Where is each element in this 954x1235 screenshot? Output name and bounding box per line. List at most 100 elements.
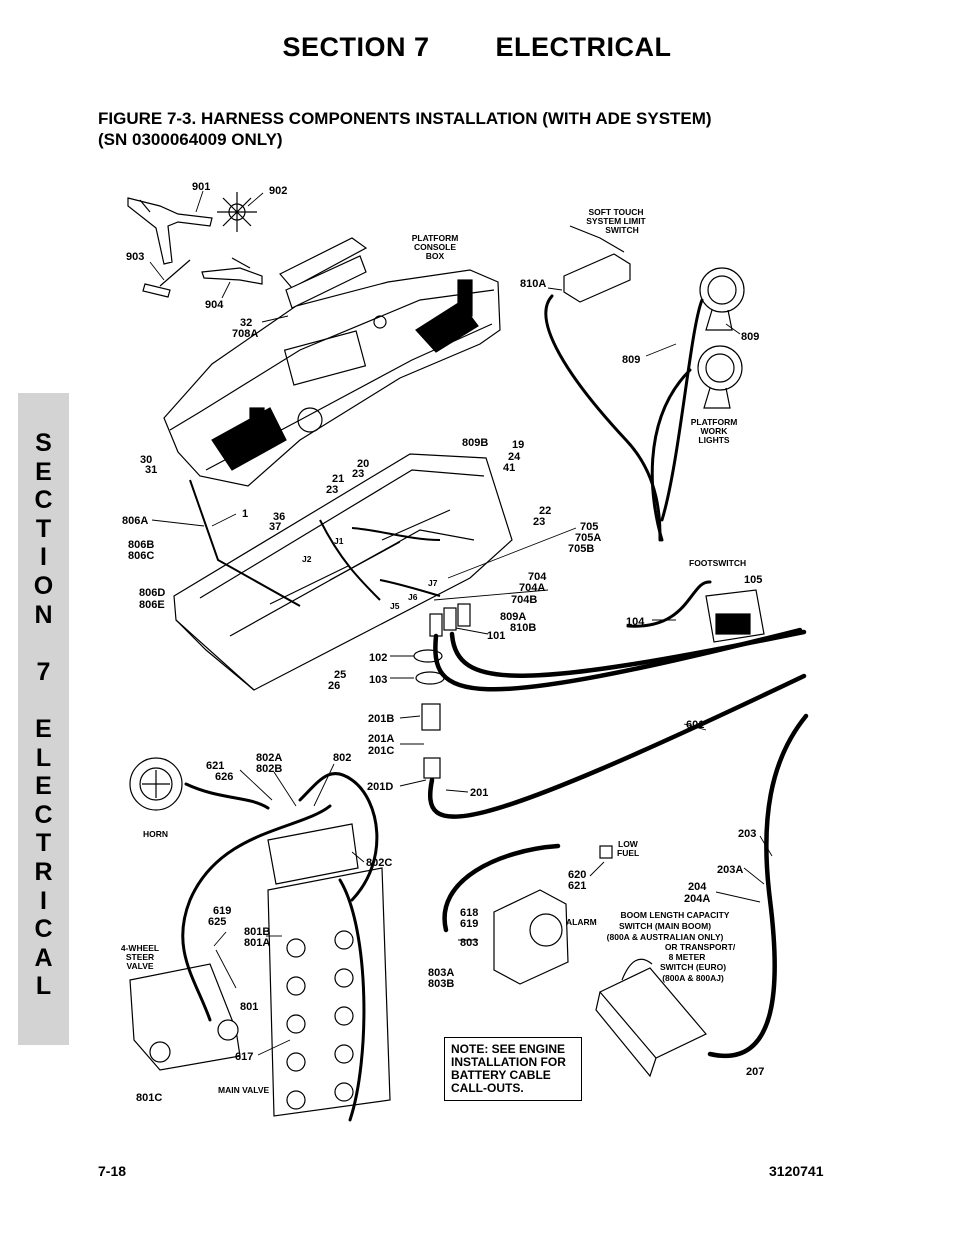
side-tab-letter: I [40, 543, 47, 572]
connector-201d-icon [423, 757, 441, 779]
section-number: SECTION 7 [282, 32, 430, 62]
label-soft-touch-3: SWITCH [605, 225, 639, 235]
cable-201 [427, 673, 807, 819]
callout-19: 19 [512, 439, 524, 451]
callout-903: 903 [126, 251, 144, 263]
wire-die-icon [217, 192, 257, 232]
side-tab-letter: E [35, 714, 52, 743]
stripper-tool-icon [201, 257, 263, 285]
label-j5: J5 [390, 601, 400, 611]
label-boom-switch-1: BOOM LENGTH CAPACITY [621, 910, 730, 920]
cable-601-upper [433, 627, 803, 692]
drawing-layer [127, 192, 809, 1122]
callout-37: 37 [269, 521, 281, 533]
callout-207: 207 [746, 1066, 764, 1078]
side-tab-letter: L [35, 972, 52, 1001]
callout-806d: 806D [139, 587, 165, 599]
callout-601: 601 [686, 719, 704, 731]
callout-802a: 802A [256, 752, 282, 764]
label-j1: J1 [334, 536, 344, 546]
callout-708a: 708A [232, 328, 258, 340]
callout-201c: 201C [368, 745, 394, 757]
note-line: CALL-OUTS. [451, 1081, 524, 1095]
callout-806b: 806B [128, 539, 154, 551]
side-tab-letter: I [40, 886, 47, 915]
callout-25: 25 [334, 669, 346, 681]
low-fuel-sender-icon [599, 845, 613, 859]
connector-201b-icon [421, 703, 441, 731]
label-footswitch: FOOTSWITCH [689, 558, 746, 568]
boom-length-switch-icon [595, 958, 707, 1078]
callout-104: 104 [626, 616, 645, 628]
work-light-lower-icon [697, 345, 743, 409]
label-console-1: PLATFORM [412, 233, 459, 243]
label-soft-touch-2: SYSTEM LIMIT [586, 216, 646, 226]
work-light-upper-icon [699, 267, 745, 331]
callout-36: 36 [273, 511, 285, 523]
label-j7: J7 [428, 578, 438, 588]
callout-901: 901 [192, 181, 210, 193]
callout-809b: 809B [462, 437, 488, 449]
figure-title: FIGURE 7-3. HARNESS COMPONENTS INSTALLAT… [98, 108, 712, 150]
label-work-lights-1: PLATFORM [691, 417, 738, 427]
callout-806a: 806A [122, 515, 148, 527]
callout-22: 22 [539, 505, 551, 517]
callout-619-alarm: 619 [460, 918, 478, 930]
label-main-valve: MAIN VALVE [218, 1085, 269, 1095]
light-cables [181, 294, 712, 1122]
callout-labels: 901 902 903 904 32 708A PLATFORM CONSOLE… [121, 181, 764, 1104]
note-line: BATTERY CABLE [451, 1068, 551, 1082]
callout-1: 1 [242, 508, 248, 520]
side-tab-letter: 7 [36, 657, 51, 686]
callout-705: 705 [580, 521, 598, 533]
soft-touch-switch-icon [563, 225, 631, 303]
callout-31: 31 [145, 464, 157, 476]
callout-802b: 802B [256, 763, 282, 775]
callout-201b: 201B [368, 713, 394, 725]
bulkhead-connectors [429, 603, 471, 637]
callout-105: 105 [744, 574, 762, 586]
callout-102: 102 [369, 652, 387, 664]
callout-617: 617 [235, 1051, 253, 1063]
label-work-lights-3: LIGHTS [698, 435, 729, 445]
side-tab-letter: E [35, 457, 52, 486]
callout-806e: 806E [139, 599, 165, 611]
callout-809-right: 809 [741, 331, 759, 343]
callout-625: 625 [208, 916, 226, 928]
label-steer-valve-2: STEER [126, 952, 154, 962]
callout-618: 618 [460, 907, 478, 919]
figure-title-line1: FIGURE 7-3. HARNESS COMPONENTS INSTALLAT… [98, 109, 712, 128]
callout-201a: 201A [368, 733, 394, 745]
label-soft-touch-1: SOFT TOUCH [588, 207, 643, 217]
label-steer-valve-3: VALVE [126, 961, 153, 971]
note-line: NOTE: SEE ENGINE [451, 1042, 566, 1056]
callout-26: 26 [328, 680, 340, 692]
callout-201: 201 [470, 787, 488, 799]
side-tab-letter: C [34, 800, 53, 829]
callout-801a: 801A [244, 937, 270, 949]
callout-24: 24 [508, 451, 521, 463]
callout-801b: 801B [244, 926, 270, 938]
callout-803: 803 [460, 937, 478, 949]
label-console-3: BOX [426, 251, 445, 261]
callout-704: 704 [528, 571, 547, 583]
callout-30: 30 [140, 454, 152, 466]
cable-207 [707, 713, 809, 1059]
callout-802c: 802C [366, 857, 392, 869]
callout-806c: 806C [128, 550, 154, 562]
side-tab-letter: O [33, 571, 54, 600]
side-tab-letter: A [34, 943, 53, 972]
callout-41: 41 [503, 462, 515, 474]
label-boom-switch-6: SWITCH (EURO) [660, 962, 726, 972]
label-boom-switch-4: OR TRANSPORT/ [665, 942, 736, 952]
callout-101: 101 [487, 630, 505, 642]
callout-103: 103 [369, 674, 387, 686]
callout-904: 904 [205, 299, 224, 311]
insertion-tool-icon [142, 259, 191, 298]
callout-203: 203 [738, 828, 756, 840]
callout-810a: 810A [520, 278, 546, 290]
console-harness [189, 479, 441, 607]
callout-203a: 203A [717, 864, 743, 876]
callout-21: 21 [332, 473, 344, 485]
